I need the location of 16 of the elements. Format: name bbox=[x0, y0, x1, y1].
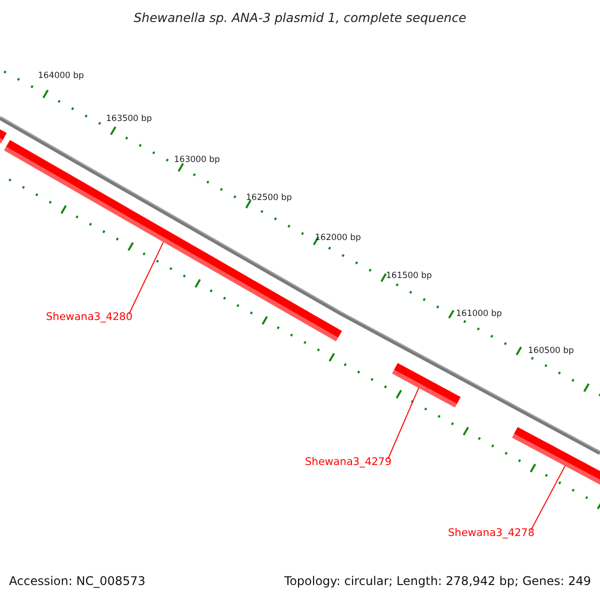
leader-line bbox=[128, 242, 164, 314]
tick-label: 160500 bp bbox=[528, 346, 574, 356]
tick-label: 163500 bp bbox=[106, 114, 152, 124]
sequence-info-text: Topology: circular; Length: 278,942 bp; Genes: 249 bbox=[284, 574, 591, 588]
tick-label: 164000 bp bbox=[38, 71, 84, 81]
leader-line bbox=[530, 465, 566, 530]
accession-text: Accession: NC_008573 bbox=[9, 574, 146, 588]
title: Shewanella sp. ANA-3 plasmid 1, complete sequence bbox=[132, 10, 468, 25]
gene-bar bbox=[392, 363, 461, 408]
leader-line bbox=[388, 387, 420, 460]
tick-label: 163000 bp bbox=[174, 155, 220, 165]
tick-label: 161000 bp bbox=[456, 309, 502, 319]
tick-label: 162500 bp bbox=[246, 193, 292, 203]
tick-label: 161500 bp bbox=[386, 271, 432, 281]
tick-label: 162000 bp bbox=[315, 233, 361, 243]
gene-bar bbox=[512, 427, 600, 485]
